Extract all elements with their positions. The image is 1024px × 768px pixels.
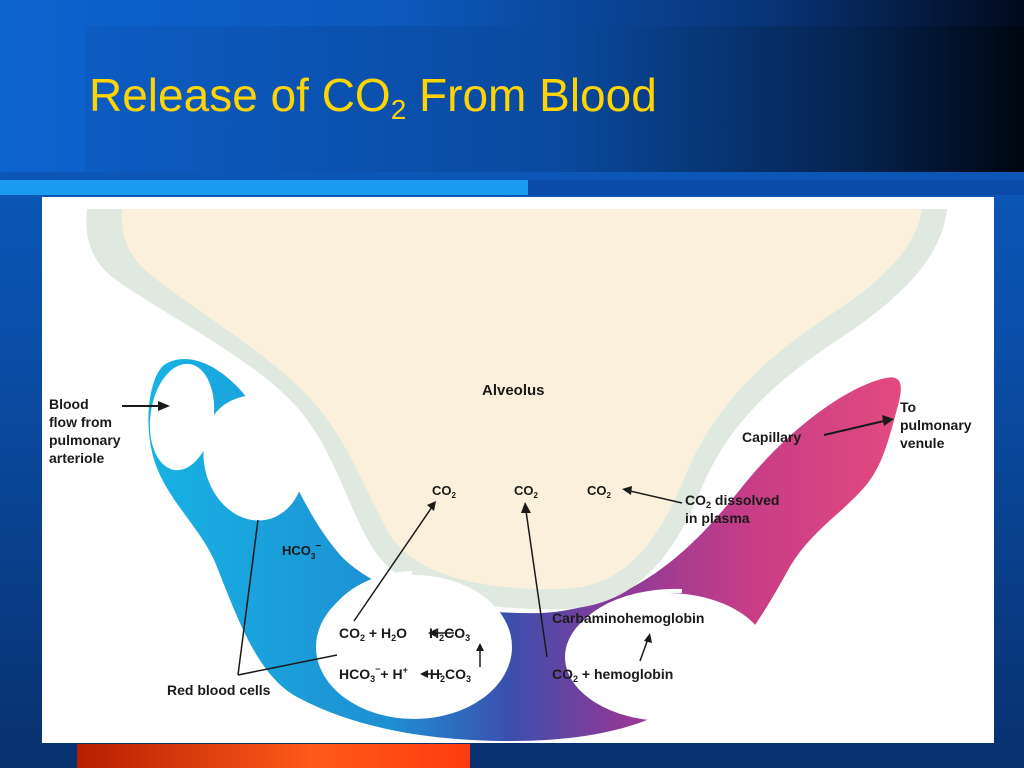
bottom-accent-bar [77, 744, 470, 768]
co2-path-left-head [427, 501, 436, 511]
eq1-arrowhead [428, 629, 436, 637]
rbc-bottom-left [316, 575, 512, 719]
rbc-pointer-2 [237, 654, 338, 676]
rbc-bottom-right [565, 593, 769, 721]
capillary-arrow [823, 420, 885, 436]
capillary-label: Capillary [742, 429, 801, 445]
slide-title: Release of CO2 From Blood [89, 69, 657, 125]
diagram-panel: Alveolus Blood flow from pulmonary arter… [42, 197, 994, 743]
rbc-pointer-1 [237, 519, 259, 676]
hco3-label: HCO3− [282, 541, 321, 561]
co2-label-right: CO2 [587, 483, 612, 500]
header-panel [85, 26, 1024, 172]
rbc-top [203, 397, 305, 521]
co2-dissolved-label: CO2 dissolved in plasma [685, 492, 783, 526]
co2-label-middle: CO2 [514, 483, 539, 500]
co2-dissolved-arrow [629, 490, 683, 504]
co2-dissolved-arrowhead [622, 486, 632, 495]
rbc-top-rim [208, 395, 294, 428]
to-venule-label: To pulmonary venule [900, 399, 975, 451]
blood-flow-arrowhead [158, 401, 170, 411]
eq2-arrowhead [420, 670, 428, 678]
co2-hemoglobin-label: CO2 + hemoglobin [552, 666, 673, 684]
alveolus-space [121, 209, 923, 590]
accent-bar [0, 180, 528, 195]
rbc-bottom-right-rim [568, 588, 683, 668]
rbc-label: Red blood cells [167, 682, 271, 698]
carbamino-arrowhead [644, 633, 652, 643]
equation-1: CO2 + H2OH2CO3 [339, 625, 470, 643]
co2-label-left: CO2 [432, 483, 457, 500]
rbc-bottom-left-rim [318, 571, 413, 668]
accent-bar-dark [528, 180, 1024, 195]
blood-flow-label: Blood flow from pulmonary arteriole [49, 396, 124, 466]
carbaminohemoglobin-label: Carbaminohemoglobin [552, 610, 704, 626]
carbamino-arrow [639, 638, 649, 662]
alveolus-label: Alveolus [482, 382, 545, 399]
co2-path-left [353, 506, 433, 622]
eq-vertical-arrowhead [476, 643, 484, 651]
co2-release-diagram: Alveolus Blood flow from pulmonary arter… [49, 209, 975, 741]
co2-path-middle-head [521, 502, 531, 513]
co2-path-middle [525, 510, 548, 658]
capillary-arrowhead [882, 415, 894, 426]
